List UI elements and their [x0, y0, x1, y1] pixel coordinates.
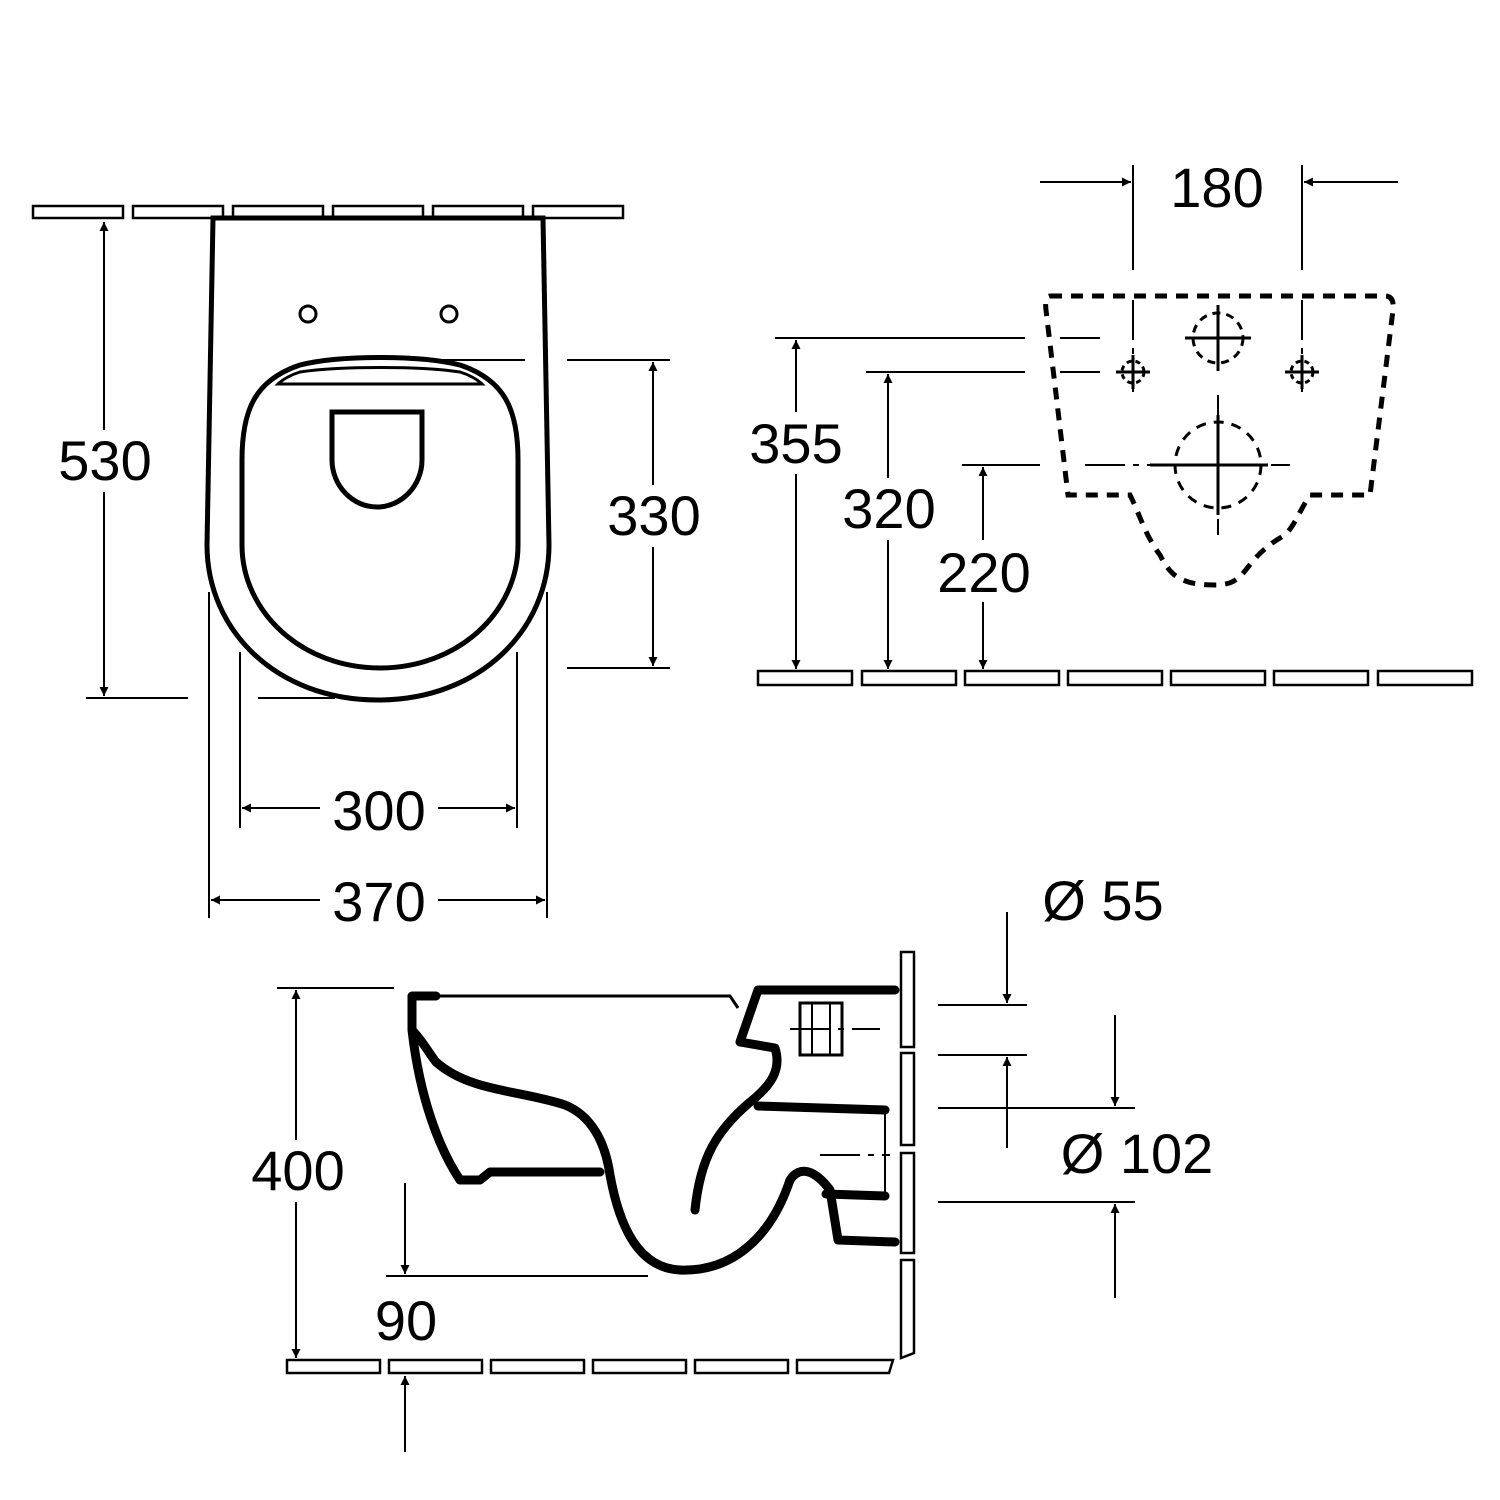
- top-view: 530 330 300 370: [31, 204, 710, 933]
- fixing-point-left: [1116, 355, 1150, 389]
- drain-outlet-point: [1150, 415, 1268, 515]
- inlet-diameter-label: Ø 55: [1042, 869, 1163, 932]
- seat-ring: [239, 355, 521, 671]
- rear-view: 180 355 320 220: [740, 156, 1474, 687]
- outlet-diameter-label: Ø 102: [1061, 1122, 1214, 1185]
- fixing-point-right: [1285, 355, 1319, 389]
- drain-height-label: 220: [937, 541, 1030, 604]
- rear-outline: [1043, 293, 1396, 588]
- seat-depth-label: 330: [607, 484, 700, 547]
- seat-hole-left: [298, 304, 318, 324]
- side-view-wall: [899, 950, 916, 1360]
- side-view-floor: [285, 1358, 895, 1375]
- inlet-connector: [790, 1001, 880, 1057]
- fixing-height-label: 355: [749, 412, 842, 475]
- outer-width-label: 370: [332, 870, 425, 933]
- side-view: 400 90 Ø 55 Ø 102: [240, 869, 1213, 1452]
- height-label: 400: [251, 1139, 344, 1202]
- depth-label: 530: [58, 429, 151, 492]
- seat-hole-right: [439, 304, 459, 324]
- rear-view-floor: [756, 669, 1474, 687]
- upper-height-label: 320: [842, 477, 935, 540]
- bowl-outline: [204, 215, 552, 703]
- bowl-opening: [329, 409, 425, 510]
- floor-gap-label: 90: [375, 1289, 437, 1352]
- fixing-spacing-label: 180: [1170, 156, 1263, 219]
- bowl-section: [690, 985, 900, 1215]
- water-inlet-point: [1185, 305, 1251, 371]
- inner-width-label: 300: [332, 779, 425, 842]
- top-view-wall: [31, 204, 625, 220]
